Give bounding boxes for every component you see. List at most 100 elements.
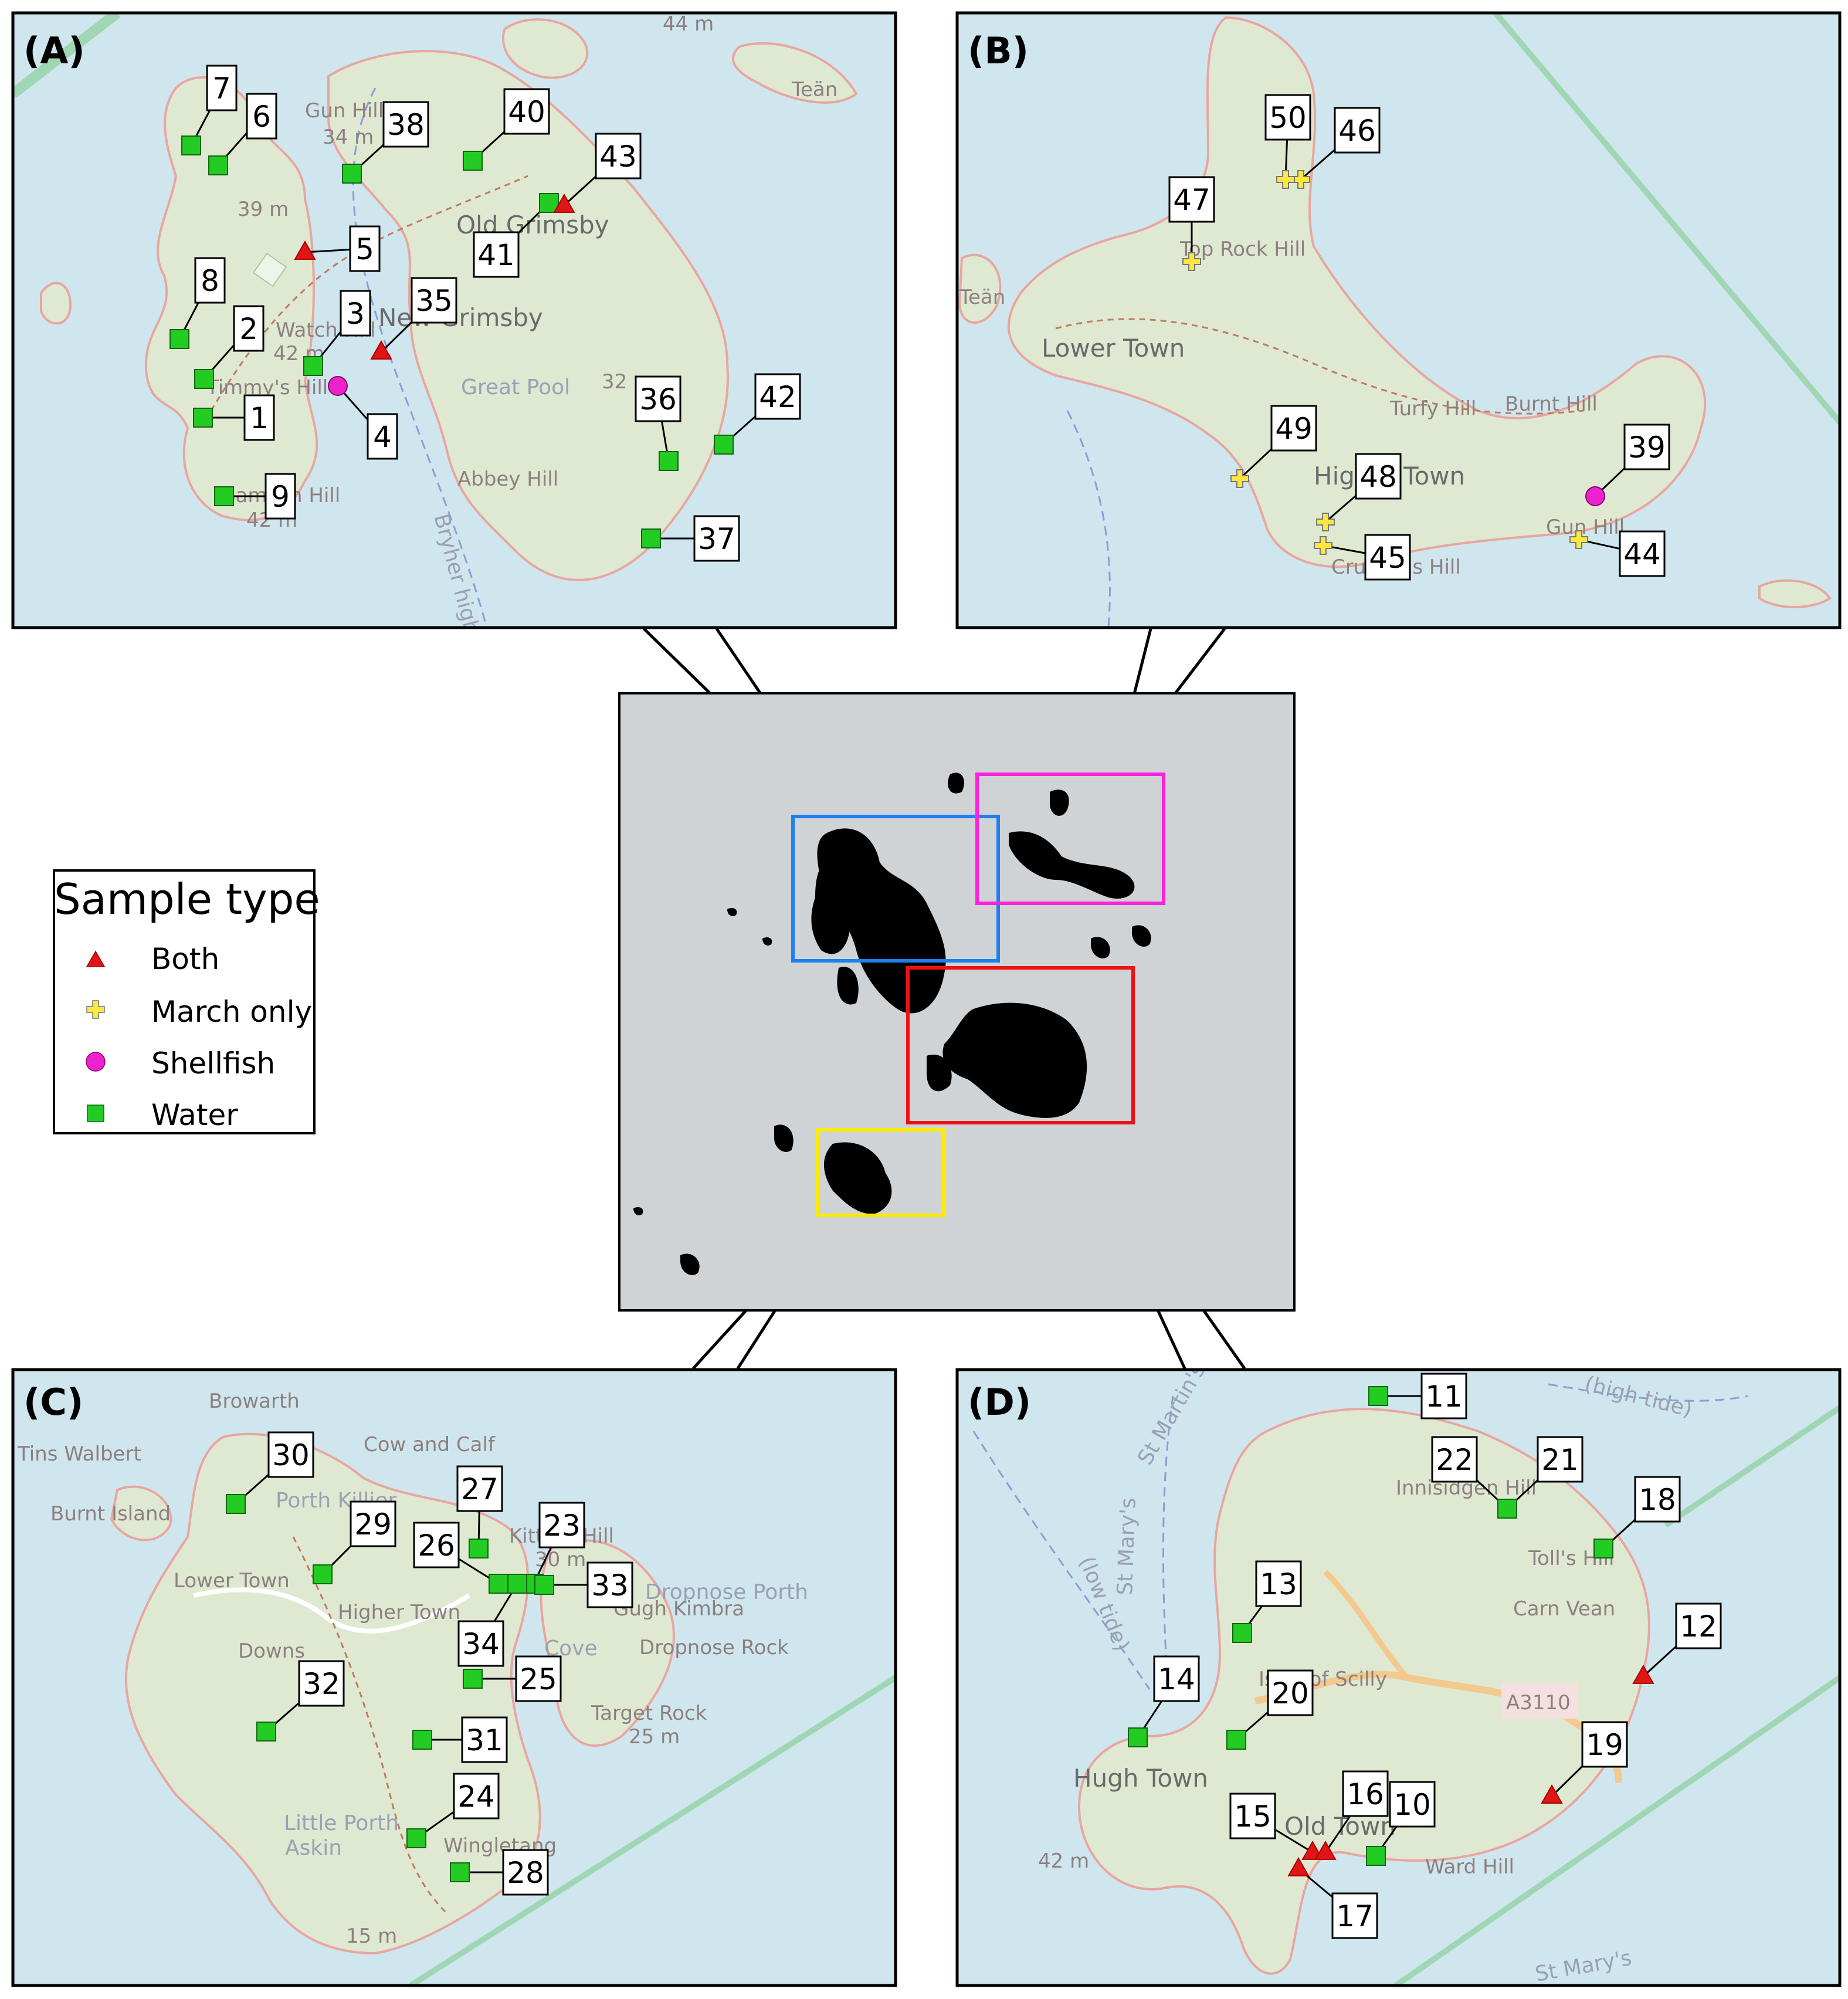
both-marker-icon [294, 240, 316, 260]
sample-point: 44 [1569, 530, 1666, 577]
footpath [1055, 318, 1584, 415]
water-marker-icon [313, 1564, 333, 1584]
point-label-box [1153, 1655, 1200, 1702]
sample-point: 33 [534, 1561, 633, 1608]
channel-dashed [1066, 410, 1111, 628]
sample-point: 12 [1632, 1602, 1722, 1684]
place-label: Teän [959, 286, 1005, 309]
extent-box-c [816, 1128, 945, 1217]
point-label-box [340, 290, 371, 337]
point-label-box [1634, 1476, 1681, 1523]
march-only-marker-icon [1182, 252, 1201, 271]
both-marker-icon [1541, 1784, 1563, 1804]
place-label: Cow and Calf [364, 1433, 496, 1456]
point-label-box [243, 394, 275, 441]
place-label: Teän [791, 78, 837, 101]
place-label: Turfy Hill [1389, 397, 1476, 421]
sample-point: 42 [714, 373, 801, 455]
sample-point: 4 [328, 376, 398, 460]
legend-label: March only [151, 995, 312, 1029]
panel-c: Browarth Tins Walbert Cow and Calf Burnt… [11, 1368, 897, 1987]
water-marker-icon [181, 135, 201, 155]
point-label: 28 [507, 1856, 544, 1890]
sample-point: 5 [294, 225, 381, 272]
point-label: 16 [1347, 1777, 1384, 1811]
place-label: Askin [285, 1836, 342, 1860]
point-label: 18 [1639, 1483, 1676, 1517]
sample-point: 19 [1541, 1721, 1628, 1804]
place-label: 42 m [1038, 1849, 1089, 1873]
water-marker-icon [193, 408, 213, 428]
road-minor [1323, 1570, 1410, 1680]
point-label: 31 [466, 1723, 503, 1757]
sample-point: 10 [1366, 1781, 1436, 1866]
legend-label: Both [151, 942, 219, 976]
point-label-box [350, 1500, 396, 1547]
water-marker-icon [208, 155, 228, 175]
island-gugh [540, 1539, 675, 1747]
point-label-box [586, 1561, 633, 1608]
point-label: 15 [1234, 1800, 1271, 1834]
extent-box-b [975, 773, 1165, 905]
sample-point: 13 [1232, 1560, 1302, 1643]
point-label: 35 [415, 284, 453, 318]
sample-point: 16 [1314, 1770, 1389, 1860]
sample-point: 23 [524, 1502, 585, 1594]
shellfish-marker-icon [328, 376, 348, 396]
sample-point: 27 [456, 1465, 503, 1558]
square-icon [87, 1104, 104, 1122]
island-burnt [110, 1485, 172, 1541]
sample-point: 21 [1497, 1436, 1583, 1519]
sample-point: 50 [1264, 94, 1311, 189]
point-label: 36 [639, 382, 677, 416]
place-label: Ward Hill [1425, 1855, 1514, 1879]
sample-point: 14 [1128, 1655, 1200, 1747]
point-label-box [473, 231, 520, 278]
footpath [210, 175, 528, 411]
place-label: Burnt Hill [1505, 392, 1598, 416]
point-label-box [461, 1716, 508, 1763]
water-marker-icon [194, 369, 214, 389]
sample-point: 9 [214, 473, 296, 520]
point-label-box [1389, 1781, 1436, 1828]
both-marker-icon [1632, 1664, 1654, 1684]
place-label: Gugh Kimbra [613, 1597, 744, 1621]
sample-point: 8 [169, 257, 226, 349]
point-label: 17 [1336, 1899, 1374, 1933]
place-label: St Mary's [1113, 1497, 1141, 1596]
island-tean-a [732, 42, 858, 104]
sample-point: 45 [1314, 534, 1411, 581]
march-only-marker-icon [1569, 530, 1588, 549]
footpath [292, 1536, 447, 1913]
place-label: 39 m [238, 198, 289, 221]
sample-point: 31 [412, 1716, 508, 1763]
water-marker-icon [539, 193, 559, 213]
point-label: 14 [1158, 1662, 1195, 1696]
point-label-box [1255, 1560, 1302, 1607]
point-label-box [1229, 1793, 1276, 1839]
place-label: Abbey Hill [457, 467, 558, 491]
point-label-box [456, 1465, 503, 1512]
place-label: Burnt Island [50, 1502, 171, 1526]
sample-point: 47 [1168, 176, 1215, 271]
extent-box-a [791, 815, 1000, 963]
point-label: 21 [1541, 1443, 1579, 1477]
march-only-marker-icon [1316, 513, 1335, 531]
point-label: 26 [418, 1529, 455, 1563]
point-label-box [1581, 1721, 1628, 1768]
triangle-icon [86, 950, 106, 967]
place-label: Little Porth [284, 1811, 399, 1835]
both-marker-icon [1287, 1856, 1310, 1876]
place-label: 15 m [346, 1925, 397, 1948]
water-marker-icon [659, 451, 679, 471]
point-label: 48 [1359, 460, 1397, 494]
point-label-box [1364, 534, 1411, 581]
water-marker-icon [169, 329, 189, 349]
point-label: 4 [373, 420, 392, 454]
point-label-box [1331, 1892, 1378, 1939]
sample-point: 46 [1291, 107, 1381, 189]
place-label: Downs [238, 1639, 305, 1663]
point-label-box [503, 88, 550, 135]
water-marker-icon [450, 1862, 470, 1882]
point-label-box [538, 1502, 585, 1549]
